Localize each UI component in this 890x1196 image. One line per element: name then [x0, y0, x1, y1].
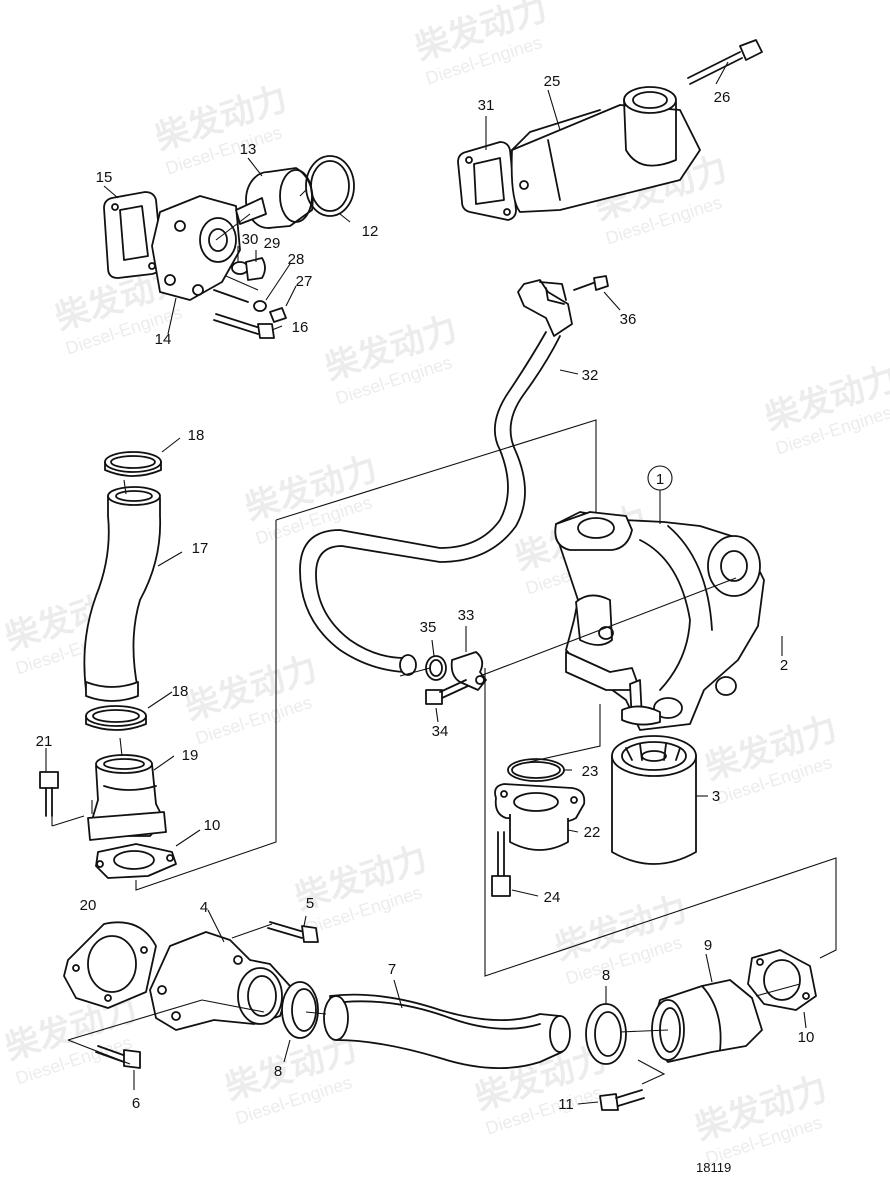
callout-10-right: 10 [798, 1029, 815, 1046]
callout-31: 31 [478, 97, 495, 114]
bolt-11 [599, 1093, 619, 1111]
bolt-36 [573, 281, 597, 291]
bolt-16 [215, 313, 261, 329]
callout-20: 20 [80, 897, 97, 914]
left-pipe-assembly [39, 451, 177, 879]
bolt-27 [269, 307, 287, 323]
callout-34: 34 [432, 723, 449, 740]
plug-29 [245, 257, 266, 281]
callout-18-top: 18 [188, 427, 205, 444]
washer-28 [253, 300, 267, 312]
callout-labels: 1 2 3 4 5 6 7 8 8 9 10 10 11 12 13 14 15… [36, 73, 815, 1113]
callout-33: 33 [458, 607, 475, 624]
bolt-21 [39, 771, 59, 789]
callout-7: 7 [388, 961, 396, 978]
thermostat-housing-assembly [103, 155, 355, 339]
o-ring-12 [305, 155, 355, 217]
pipe-clip [517, 279, 573, 337]
callout-22: 22 [584, 824, 601, 841]
callout-25: 25 [544, 73, 561, 90]
callout-18-bottom: 18 [172, 683, 189, 700]
callout-16: 16 [292, 319, 309, 336]
clip-33 [450, 651, 487, 691]
callout-11: 11 [558, 1096, 574, 1113]
callout-23: 23 [582, 763, 599, 780]
ring-18-bottom [85, 705, 147, 727]
flange-22 [494, 783, 586, 823]
gasket-20 [63, 921, 157, 1009]
callout-35: 35 [420, 619, 437, 636]
callout-leaders [45, 61, 807, 1105]
bottom-pipe-assembly [63, 921, 817, 1111]
ring-18-top [104, 451, 162, 473]
figure-number: 18119 [696, 1160, 731, 1175]
callout-17: 17 [192, 540, 209, 557]
callout-21: 21 [36, 733, 53, 750]
bypass-pipe-32 [299, 331, 547, 673]
bolt-5 [267, 921, 305, 939]
callout-26: 26 [714, 89, 731, 106]
callout-8-right: 8 [602, 967, 610, 984]
callout-3: 3 [712, 788, 720, 805]
callout-30: 30 [242, 231, 259, 248]
outlet-elbow-assembly [457, 39, 763, 221]
pipe-7 [329, 993, 563, 1070]
callout-9: 9 [704, 937, 712, 954]
outlet-elbow-25 [510, 104, 701, 213]
bolt-26 [687, 51, 741, 79]
callout-28: 28 [288, 251, 305, 268]
pipe-17 [83, 491, 162, 691]
callout-1: 1 [656, 471, 664, 488]
callout-4: 4 [200, 899, 208, 916]
callout-32: 32 [582, 367, 599, 384]
callout-8-left: 8 [274, 1063, 282, 1080]
callout-6: 6 [132, 1095, 140, 1112]
elbow-outlet-port [623, 86, 677, 114]
oil-filter-assembly [491, 735, 697, 897]
callout-29: 29 [264, 235, 281, 252]
callout-14: 14 [155, 331, 172, 348]
callout-15: 15 [96, 169, 113, 186]
bolt-24 [497, 831, 505, 877]
washer-35 [425, 655, 447, 681]
callout-12: 12 [362, 223, 379, 240]
callout-2: 2 [780, 657, 788, 674]
assembly-lines [51, 189, 837, 1085]
callout-10-left: 10 [204, 817, 221, 834]
small-hardware-35-33-34 [425, 651, 487, 705]
bypass-pipe-assembly [299, 275, 609, 676]
callout-5: 5 [306, 895, 314, 912]
ring-8-left [281, 981, 319, 1039]
gasket-10-left [95, 843, 177, 879]
callout-27: 27 [296, 273, 313, 290]
callout-36: 36 [620, 311, 637, 328]
gasket-10-right [747, 949, 817, 1011]
callout-19: 19 [182, 747, 199, 764]
callout-24: 24 [544, 889, 561, 906]
callout-13: 13 [240, 141, 257, 158]
water-pump-housing [554, 511, 765, 731]
bolt-34 [425, 689, 443, 705]
